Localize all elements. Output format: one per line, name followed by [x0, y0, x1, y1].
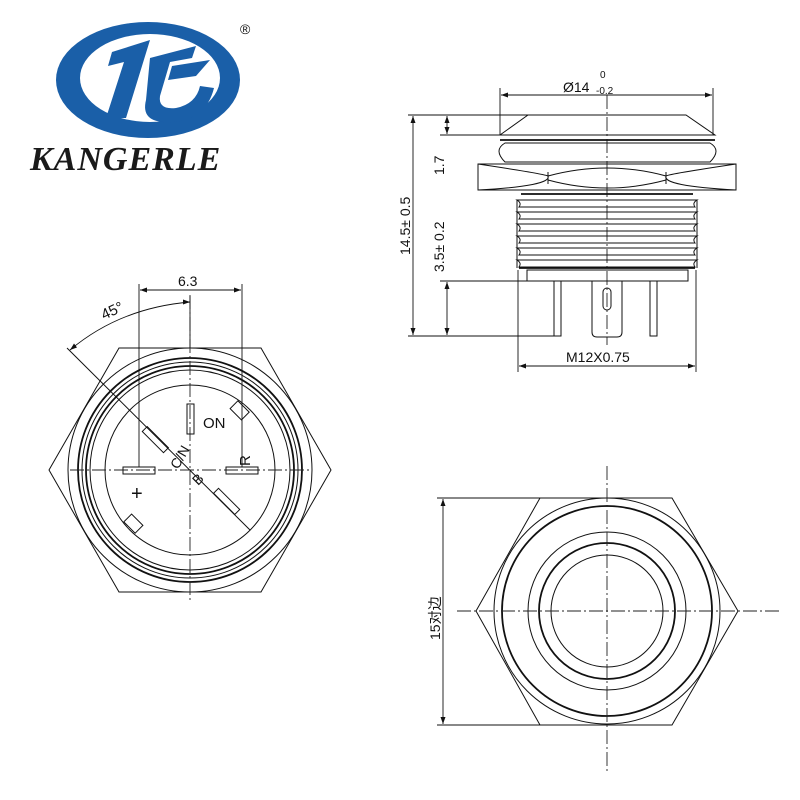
terminal-slot-plus [122, 466, 156, 475]
head-diameter-label: Ø14 [563, 79, 590, 95]
angle-label: 45° [99, 299, 127, 324]
terminal-length-label: 3.5± 0.2 [431, 221, 447, 272]
side-view: Ø14 0 -0.2 [397, 70, 737, 372]
head-height-label: 1.7 [431, 155, 447, 175]
terminal-left [553, 280, 562, 337]
total-height-label: 14.5± 0.5 [397, 197, 413, 255]
registered-mark: ® [240, 21, 251, 37]
thread-body [515, 193, 699, 269]
front-view: 15对边 [427, 466, 780, 772]
logo-glyph-hook [145, 46, 214, 123]
terminal-slot-r [225, 466, 259, 475]
terminal-slot-on [186, 403, 195, 435]
head-diameter-upper-tol: 0 [600, 70, 606, 81]
label-plus: + [131, 483, 143, 505]
label-cn: C/N [167, 443, 193, 472]
button-cap [498, 114, 717, 136]
head-diameter-lower-tol: -0.2 [596, 86, 614, 97]
terminal-slot-cn [141, 425, 170, 454]
label-r: R [237, 455, 254, 466]
label-b: B [189, 470, 207, 488]
brand-name: KANGERLE [29, 141, 221, 178]
across-flats-label: 15对边 [427, 596, 443, 640]
terminal-right [649, 280, 658, 337]
terminal-spacing-label: 6.3 [178, 273, 198, 289]
hex-outline-bottom [48, 347, 332, 593]
terminal-center [591, 281, 623, 338]
base-plate [526, 269, 689, 282]
bezel-ring [498, 142, 717, 163]
kangerle-logo: ® KANGERLE [29, 21, 251, 178]
logo-glyph-one [106, 40, 150, 118]
bottom-view: ON + R C/N B 6.3 45° [48, 273, 332, 600]
terminal-slot-b [212, 487, 241, 516]
thread-spec-label: M12X0.75 [566, 349, 630, 365]
label-on: ON [203, 415, 226, 432]
